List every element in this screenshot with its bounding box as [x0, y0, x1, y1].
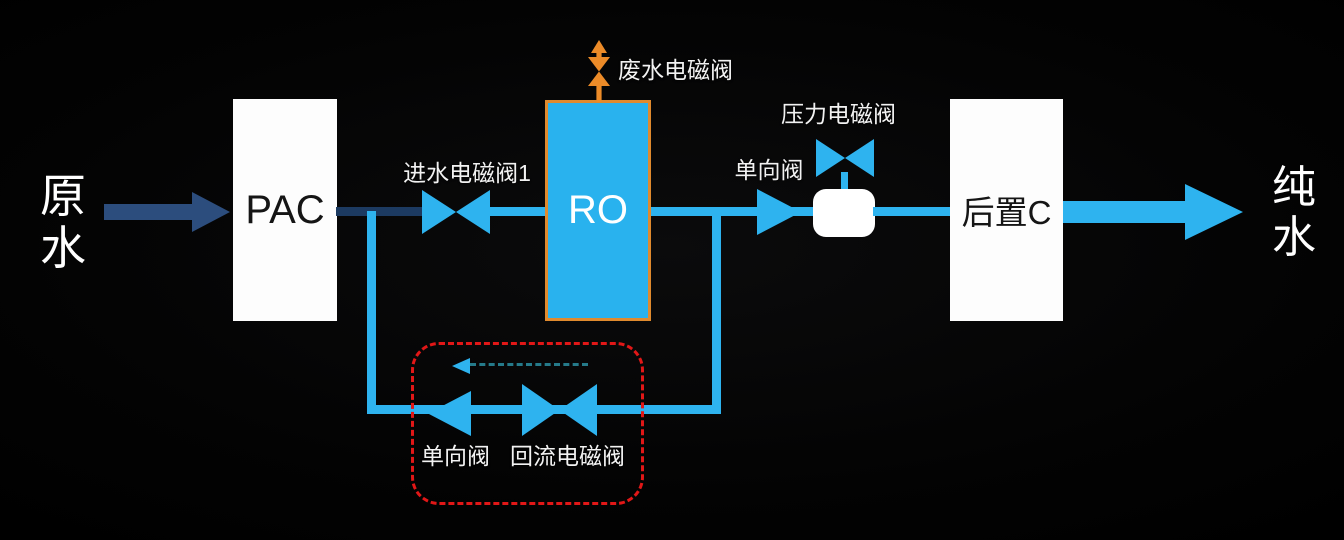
pressure-solenoid-valve-icon	[816, 139, 874, 177]
raw-water-label: 原水	[40, 170, 86, 275]
check-valve-main-icon	[757, 189, 801, 235]
pressure-valve-label: 压力电磁阀	[781, 101, 896, 127]
post-carbon-box: 后置C	[950, 99, 1063, 321]
check-valve-loop-icon	[428, 391, 471, 436]
inlet-solenoid-valve-icon	[422, 190, 490, 234]
return-solenoid-valve-icon	[522, 384, 597, 436]
return-flow-dashed-line	[470, 363, 588, 366]
return-valve-label: 回流电磁阀	[510, 443, 625, 469]
pure-water-label: 纯水	[1272, 163, 1316, 263]
waste-solenoid-valve-icon	[588, 40, 610, 102]
pipe-ro-to-pressure-chamber	[651, 207, 815, 216]
check-valve-loop-label: 单向阀	[421, 443, 490, 469]
waste-valve-label: 废水电磁阀	[618, 57, 733, 83]
inlet-valve-label: 进水电磁阀1	[403, 160, 531, 186]
pipe-pressure-chamber-to-post-carbon	[873, 207, 951, 216]
recirculation-loop-boundary	[411, 342, 644, 505]
pipe-pac-to-inlet-valve	[336, 207, 432, 216]
post-carbon-box-label: 后置C	[961, 194, 1052, 231]
pac-box: PAC	[233, 99, 337, 321]
pipe-recirculation-right-drop	[712, 211, 721, 414]
pipe-recirculation-left-drop	[367, 211, 376, 414]
raw-water-feed-arrow-icon	[104, 192, 230, 232]
pipe-inlet-valve-to-ro	[486, 207, 548, 216]
ro-box-label: RO	[568, 188, 628, 232]
pipe-pressure-valve-stem	[841, 172, 848, 194]
check-valve-main-label: 单向阀	[734, 157, 804, 183]
pressure-chamber-box	[813, 189, 875, 237]
ro-membrane-box: RO	[545, 100, 651, 321]
pac-box-label: PAC	[245, 187, 325, 232]
pure-water-arrow-icon	[1063, 184, 1243, 240]
return-flow-arrowhead-icon	[452, 358, 470, 374]
